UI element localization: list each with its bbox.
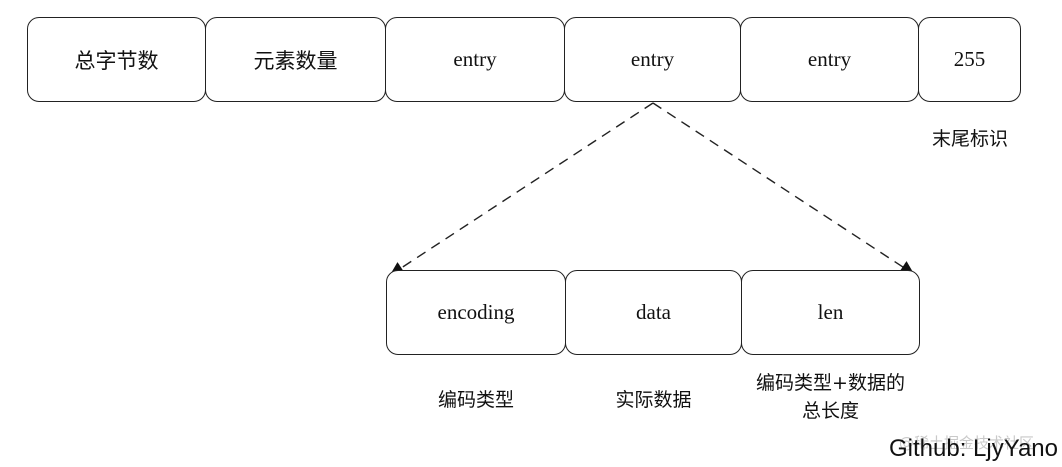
- cell-total-bytes: 总字节数: [27, 17, 206, 102]
- cell-entry-1: entry: [385, 17, 565, 102]
- len-caption-line-1: 编码类型+数据的: [756, 372, 905, 394]
- cell-entry-2: entry: [564, 17, 741, 102]
- dashed-arrow-left: [389, 102, 654, 276]
- end-marker-caption: 末尾标识: [931, 128, 1008, 150]
- cell-data: data: [565, 270, 742, 355]
- cell-encoding: encoding: [386, 270, 566, 355]
- cell-element-count: 元素数量: [205, 17, 386, 102]
- cell-end-marker: 255: [918, 17, 1021, 102]
- dashed-arrow-right: [652, 102, 915, 275]
- github-credit: Github: LjyYano: [889, 435, 1058, 462]
- faint-watermark: @稀土掘金技术社区: [898, 434, 1034, 452]
- encoding-caption: 编码类型: [437, 389, 514, 411]
- data-caption: 实际数据: [615, 389, 692, 411]
- len-caption-line-2: 总长度: [801, 400, 859, 422]
- cell-entry-3: entry: [740, 17, 919, 102]
- cell-len: len: [741, 270, 920, 355]
